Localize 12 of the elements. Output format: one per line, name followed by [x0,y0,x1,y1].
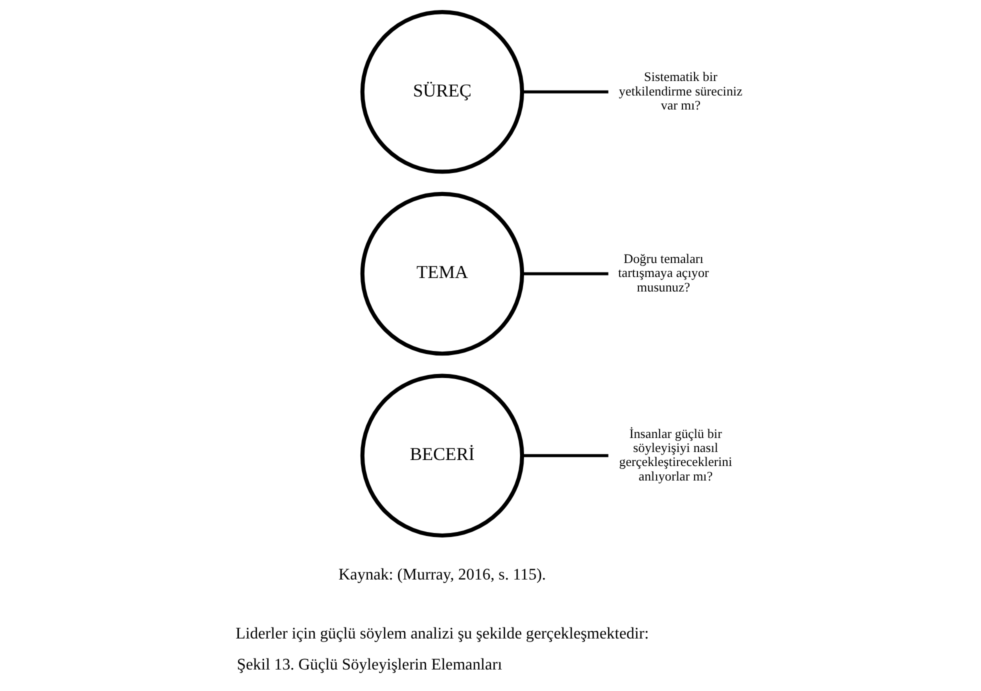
node-circle: TEMA [360,192,524,356]
label: Liderler için güçlü söylem analizi şu şekilde gerçekleşmektedir: [235,625,648,642]
label: Kaynak: (Murray, 2016, s. 115). [338,566,546,584]
connector [522,272,608,276]
node-circle: SÜREÇ [360,10,524,174]
caption: Şekil 13. Güçlü Söyleyişlerin Elemanları [236,656,502,674]
node-text: İnsanlar güçlü bir söyleyişiyi nasıl gerçekleştireceklerini anlıyorlar mı? [618,426,732,484]
node-text: Sistematik bir yetkilendirme süreciniz var mı? [618,69,742,112]
node-text: Doğru temaları tartışmaya açıyor musunuz? [618,251,708,294]
connector [522,454,608,458]
connector [522,90,608,94]
node-circle: BECERİ [360,374,524,538]
